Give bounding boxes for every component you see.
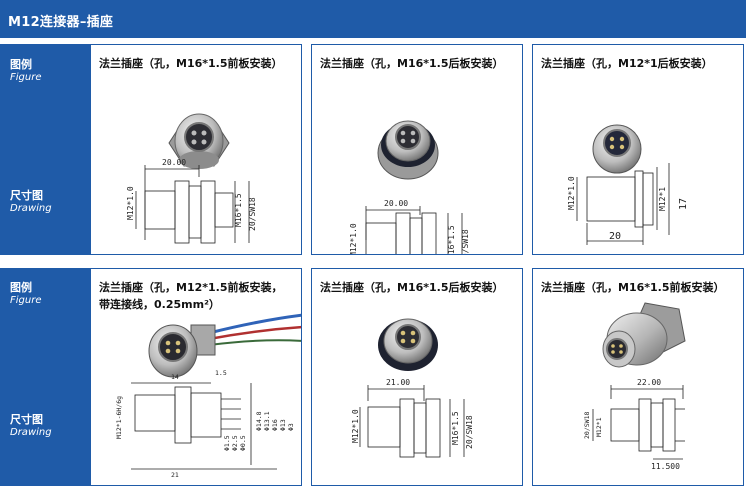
- dimension-drawing: [576, 163, 670, 245]
- product-title: 法兰插座（孔，M16*1.5前板安装）: [99, 57, 283, 70]
- dim-thread: M12*1-6H/6g: [115, 396, 123, 439]
- product-title: 法兰插座（孔，M12*1后板安装）: [541, 57, 713, 70]
- figure-label: 图例: [10, 58, 32, 71]
- product-title: 法兰插座（孔，M16*1.5后板安装）: [320, 57, 504, 70]
- dim-d6: Φ2.5: [231, 435, 239, 451]
- figure-label: 图例: [10, 281, 32, 294]
- dim-d4: Φ13: [279, 419, 287, 431]
- product-card-2: 法兰插座（孔，M16*1.5后板安装） 20.00 M12*1.0: [311, 44, 523, 255]
- dimension-drawing: [365, 206, 463, 254]
- dim-length: 21.00: [386, 378, 410, 387]
- drawing-label-en: Drawing: [10, 203, 52, 214]
- dim-d2: Φ13.1: [263, 411, 271, 431]
- dim-length: 20: [609, 231, 621, 242]
- drawing-label: 尺寸图: [10, 189, 43, 202]
- product-illustration: 14 1.5 21 M12*1-6H/6g Φ14.8 Φ13.1 Φ16 Φ1…: [115, 313, 301, 479]
- figure-label-en: Figure: [10, 295, 42, 306]
- product-card-3: 法兰插座（孔，M12*1后板安装） M12*1.0 M12*1 17 20: [532, 44, 744, 255]
- dim-thread: M12*1: [595, 417, 603, 437]
- dim-thread2: M16*1.5: [447, 225, 456, 255]
- product-card-4: 法兰插座（孔，M12*1.5前板安装， 带连接线，0.25mm²）: [90, 268, 302, 486]
- page-title: M12连接器–插座: [8, 15, 114, 30]
- dim-length: 22.00: [637, 378, 661, 387]
- dimension-drawing: [592, 385, 685, 460]
- dimension-drawing: [135, 165, 250, 244]
- dim-thread: M12*1.0: [126, 186, 135, 220]
- dim-wrench: 20/SW18: [461, 229, 470, 255]
- product-card-6: 法兰插座（孔，M16*1.5前板安装） 22.00: [532, 268, 744, 486]
- dim-length: 20.00: [162, 158, 186, 167]
- product-title: 法兰插座（孔，M16*1.5前板安装）: [541, 281, 725, 294]
- product-title-line1: 法兰插座（孔，M12*1.5前板安装，: [99, 281, 283, 294]
- dim-length: 20.00: [384, 199, 408, 208]
- dim-top: 14: [171, 373, 179, 381]
- product-illustration: 22.00 11.500 M12*1 20/SW18: [583, 302, 686, 471]
- dim-thread2: M16*1.5: [451, 411, 460, 445]
- product-illustration: 21.00 M12*1.0 M16*1.5 20/SW18: [351, 318, 474, 458]
- dim-thread: M12*1.0: [567, 176, 576, 210]
- dim-thread: M12*1.0: [351, 409, 360, 443]
- dim-d7: Φ0.5: [239, 435, 247, 451]
- row-label-1: 图例 Figure 尺寸图 Drawing: [0, 44, 90, 255]
- connector-photo: [148, 313, 301, 378]
- dim-d5: Φ1.5: [223, 435, 231, 451]
- dim-d8: Φ3: [287, 423, 295, 431]
- dim-thread2: M12*1: [658, 187, 667, 211]
- dimension-drawing: [131, 382, 277, 470]
- product-card-1: 法兰插座（孔，M16*1.5前板安装） 20.00: [90, 44, 302, 255]
- product-illustration: 20.00 M12*1.0 M16*1.5 20/SW18: [349, 120, 470, 255]
- dim-angle: 1.5: [215, 369, 227, 377]
- dim-wrench: 20/SW18: [248, 197, 257, 231]
- dim-wrench: 20/SW18: [583, 412, 591, 439]
- dim-thread: M12*1.0: [349, 223, 358, 255]
- dim-length2: 11.500: [651, 462, 680, 471]
- dim-thread2: M16*1.5: [234, 193, 243, 227]
- dim-d3: Φ16: [271, 419, 279, 431]
- product-illustration: 20.00 M12*1.0 M16*1.5 20/SW18: [126, 113, 257, 244]
- dim-d1: Φ14.8: [255, 411, 263, 431]
- product-title-line2: 带连接线，0.25mm²）: [99, 298, 220, 311]
- header-bar: M12连接器–插座: [0, 0, 746, 38]
- product-illustration: M12*1.0 M12*1 17 20: [567, 124, 689, 245]
- connector-photo: [378, 318, 438, 371]
- connector-photo: [168, 113, 230, 169]
- dimension-drawing: [359, 385, 465, 458]
- drawing-label-en: Drawing: [10, 427, 52, 438]
- dim-height: 17: [678, 198, 689, 210]
- connector-photo: [377, 120, 439, 180]
- drawing-label: 尺寸图: [10, 413, 43, 426]
- connector-photo: [602, 302, 686, 368]
- dim-wrench: 20/SW18: [465, 415, 474, 449]
- row-label-2: 图例 Figure 尺寸图 Drawing: [0, 268, 90, 486]
- product-card-5: 法兰插座（孔，M16*1.5后板安装） 21.00 M12*1.0: [311, 268, 523, 486]
- connector-photo: [592, 124, 642, 174]
- product-title: 法兰插座（孔，M16*1.5后板安装）: [320, 281, 504, 294]
- figure-label-en: Figure: [10, 72, 42, 83]
- dim-length: 21: [171, 471, 179, 479]
